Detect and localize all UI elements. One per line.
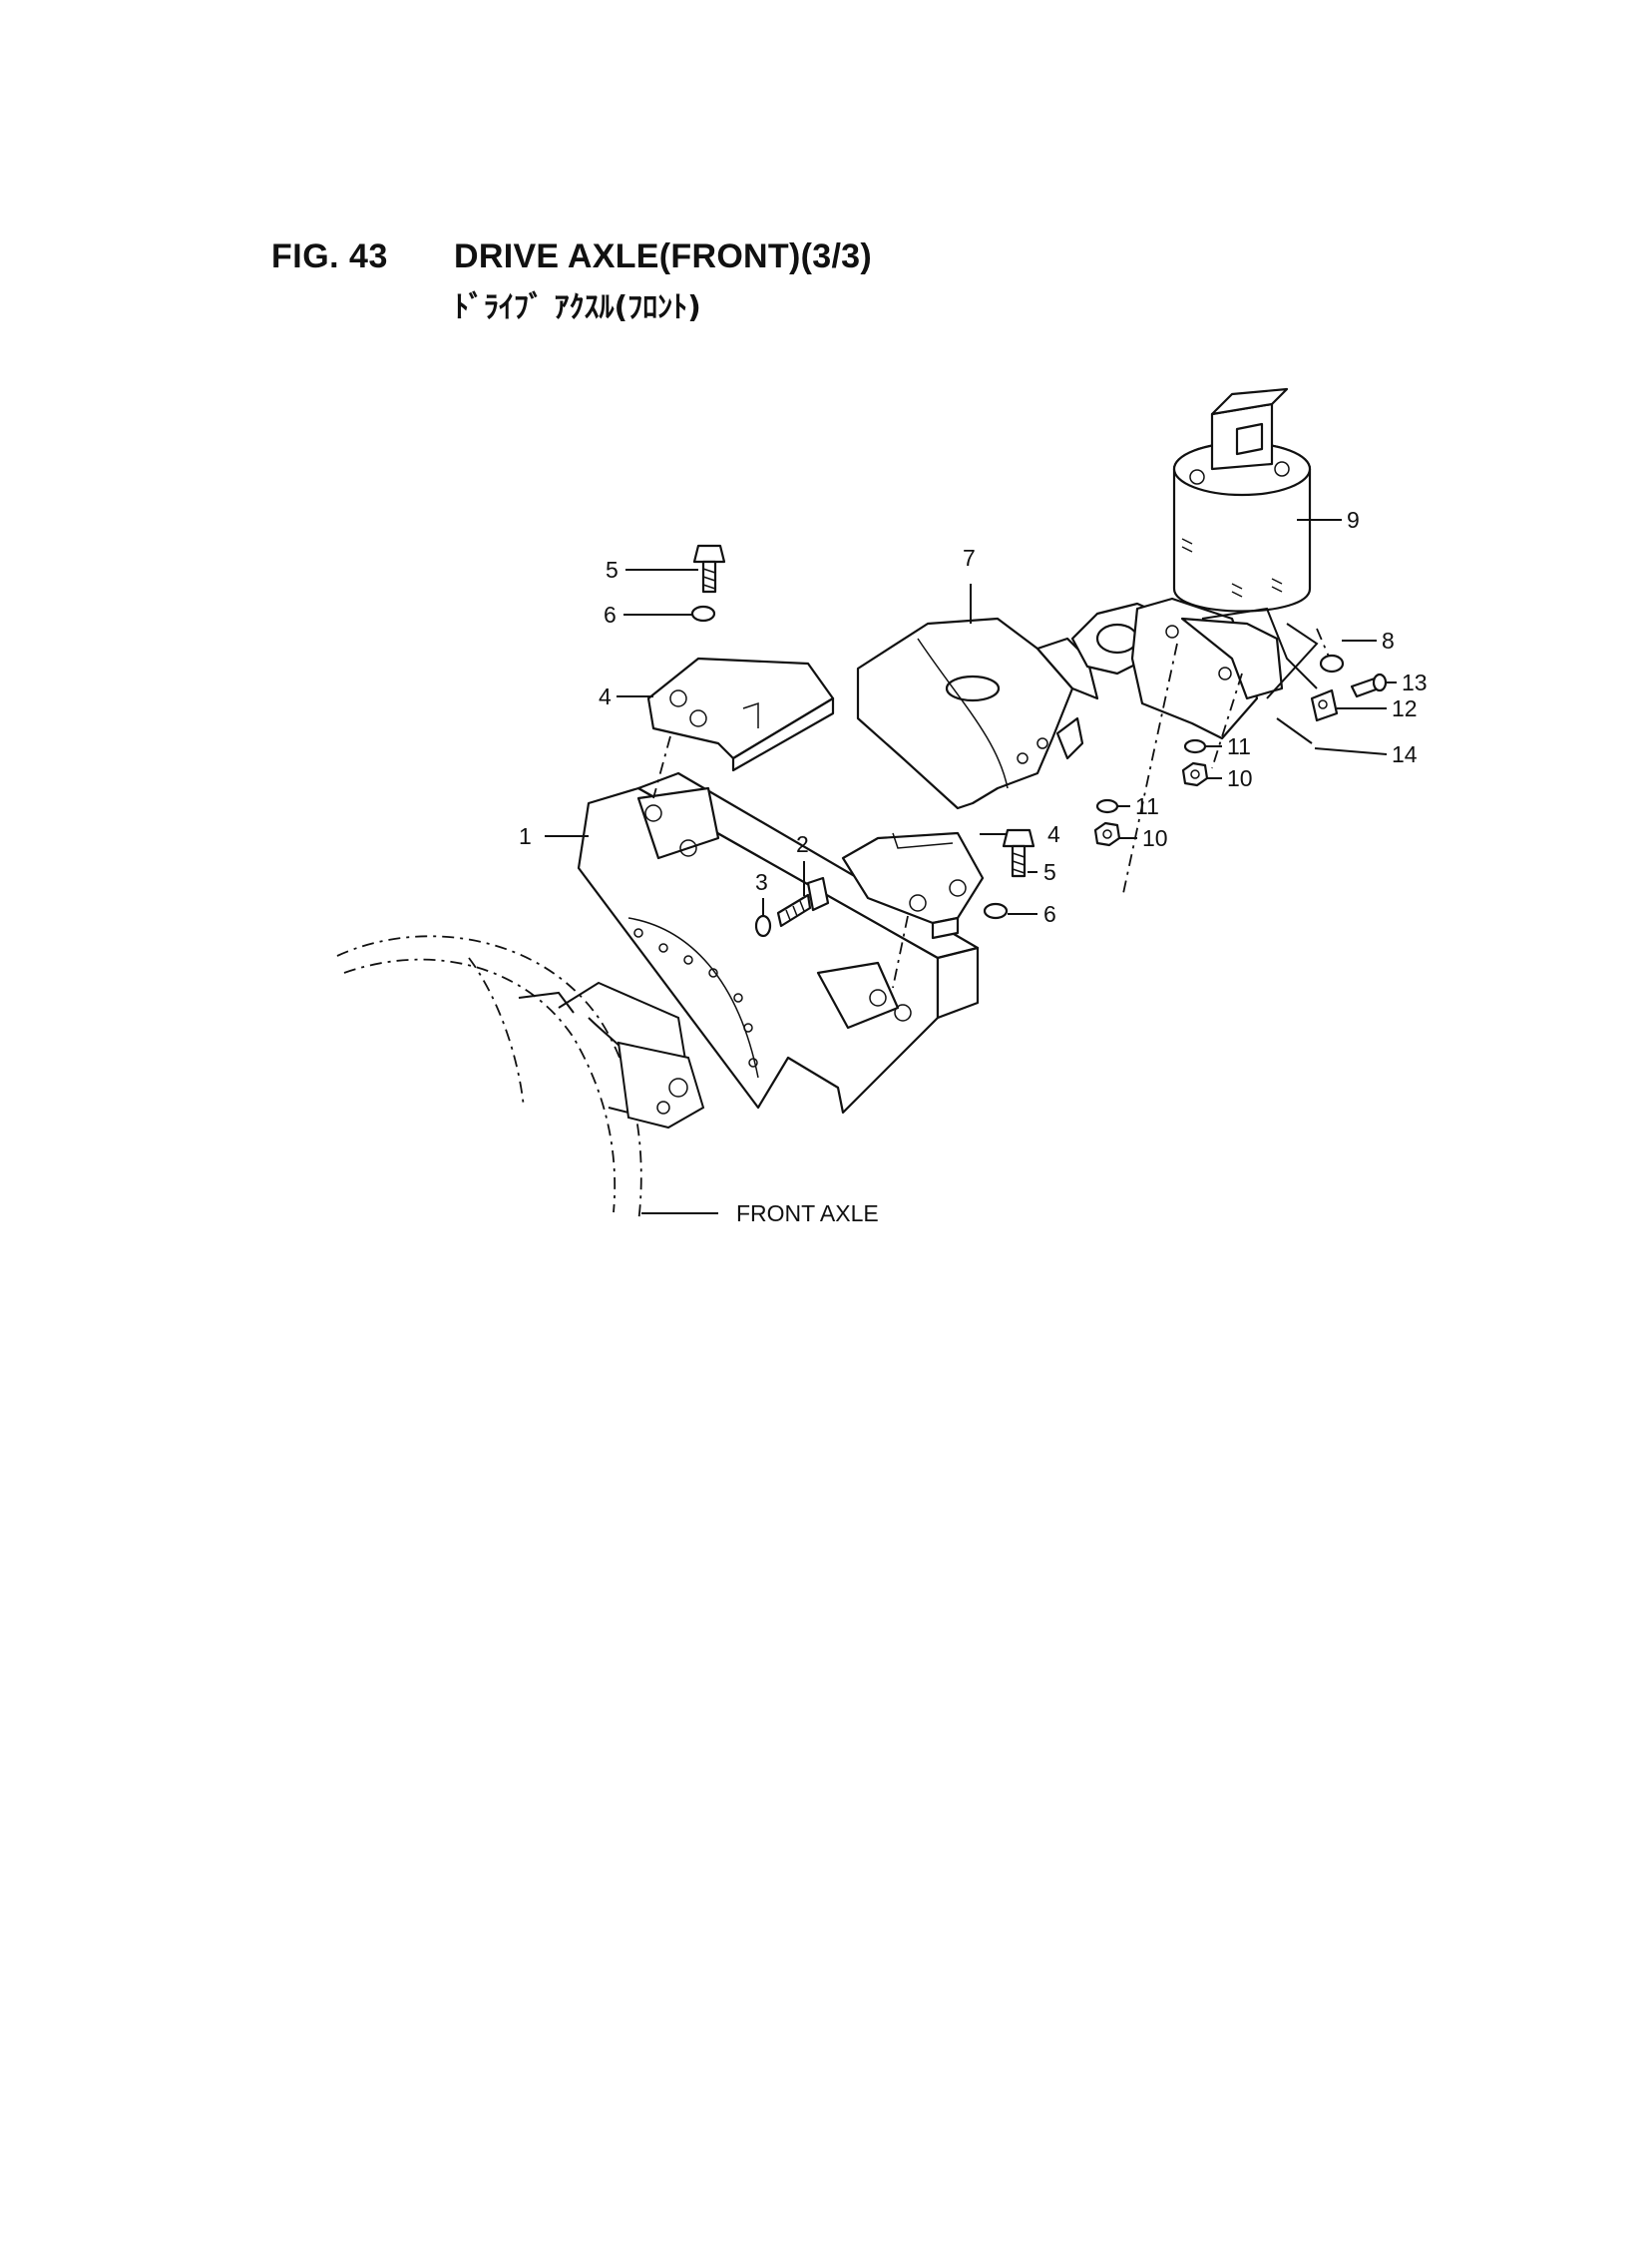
- assembly-guide-lines: [652, 607, 1333, 989]
- part-10-nut-upper: [1181, 761, 1209, 787]
- part-8-bushing: [1319, 654, 1345, 674]
- part-13-pin: [1350, 673, 1388, 698]
- callout-6-upper: 6: [604, 602, 617, 628]
- front-axle-outline: [336, 935, 705, 1223]
- callout-14: 14: [1392, 741, 1418, 767]
- callout-11-upper: 11: [1227, 733, 1251, 759]
- callout-leader-lines: [545, 519, 1397, 1214]
- part-5-bolt-upper: [692, 544, 726, 594]
- part-7-gearbox-housing: [856, 617, 1099, 810]
- part-4-mounting-plate-left: [646, 657, 835, 772]
- callout-5-lower: 5: [1043, 859, 1056, 885]
- callout-13: 13: [1402, 670, 1428, 695]
- front-axle-label: FRONT AXLE: [736, 1200, 879, 1226]
- callout-2: 2: [796, 831, 809, 857]
- callout-1: 1: [519, 823, 532, 849]
- callout-3: 3: [755, 869, 768, 895]
- callout-4-right: 4: [1047, 821, 1060, 847]
- part-2-bolt: [776, 876, 830, 928]
- callout-10-lower: 10: [1142, 825, 1168, 851]
- part-11-washer-upper: [1183, 738, 1207, 754]
- part-9-motor-cylinder: [1172, 387, 1312, 613]
- part-14-rod: [1276, 717, 1313, 744]
- part-3-washer: [754, 914, 772, 938]
- part-6-washer-lower: [983, 902, 1009, 920]
- part-4-mounting-plate-right: [841, 831, 985, 940]
- figure-number: FIG. 43: [271, 237, 388, 275]
- part-6-washer-upper: [690, 605, 716, 623]
- callout-7: 7: [963, 545, 976, 571]
- callout-11-lower: 11: [1135, 793, 1159, 819]
- figure-subtitle-japanese: ﾄﾞﾗｲﾌﾞ ｱｸｽﾙ(ﾌﾛﾝﾄ): [454, 290, 701, 325]
- callout-10-upper: 10: [1227, 765, 1253, 791]
- part-1-support-bracket: [577, 771, 980, 1115]
- part-5-bolt-lower: [1002, 828, 1035, 878]
- callout-6-lower: 6: [1043, 901, 1056, 927]
- callout-12: 12: [1392, 695, 1418, 721]
- figure-title: DRIVE AXLE(FRONT)(3/3): [454, 237, 873, 275]
- part-12-clevis: [1310, 688, 1339, 722]
- part-11-washer-lower: [1095, 798, 1119, 814]
- motor-mounting-bracket: [1130, 597, 1284, 740]
- callout-9: 9: [1347, 507, 1360, 533]
- callout-4-left: 4: [599, 683, 612, 709]
- callout-8: 8: [1382, 628, 1395, 654]
- part-10-nut-lower: [1093, 821, 1121, 847]
- callout-5-upper: 5: [606, 557, 619, 583]
